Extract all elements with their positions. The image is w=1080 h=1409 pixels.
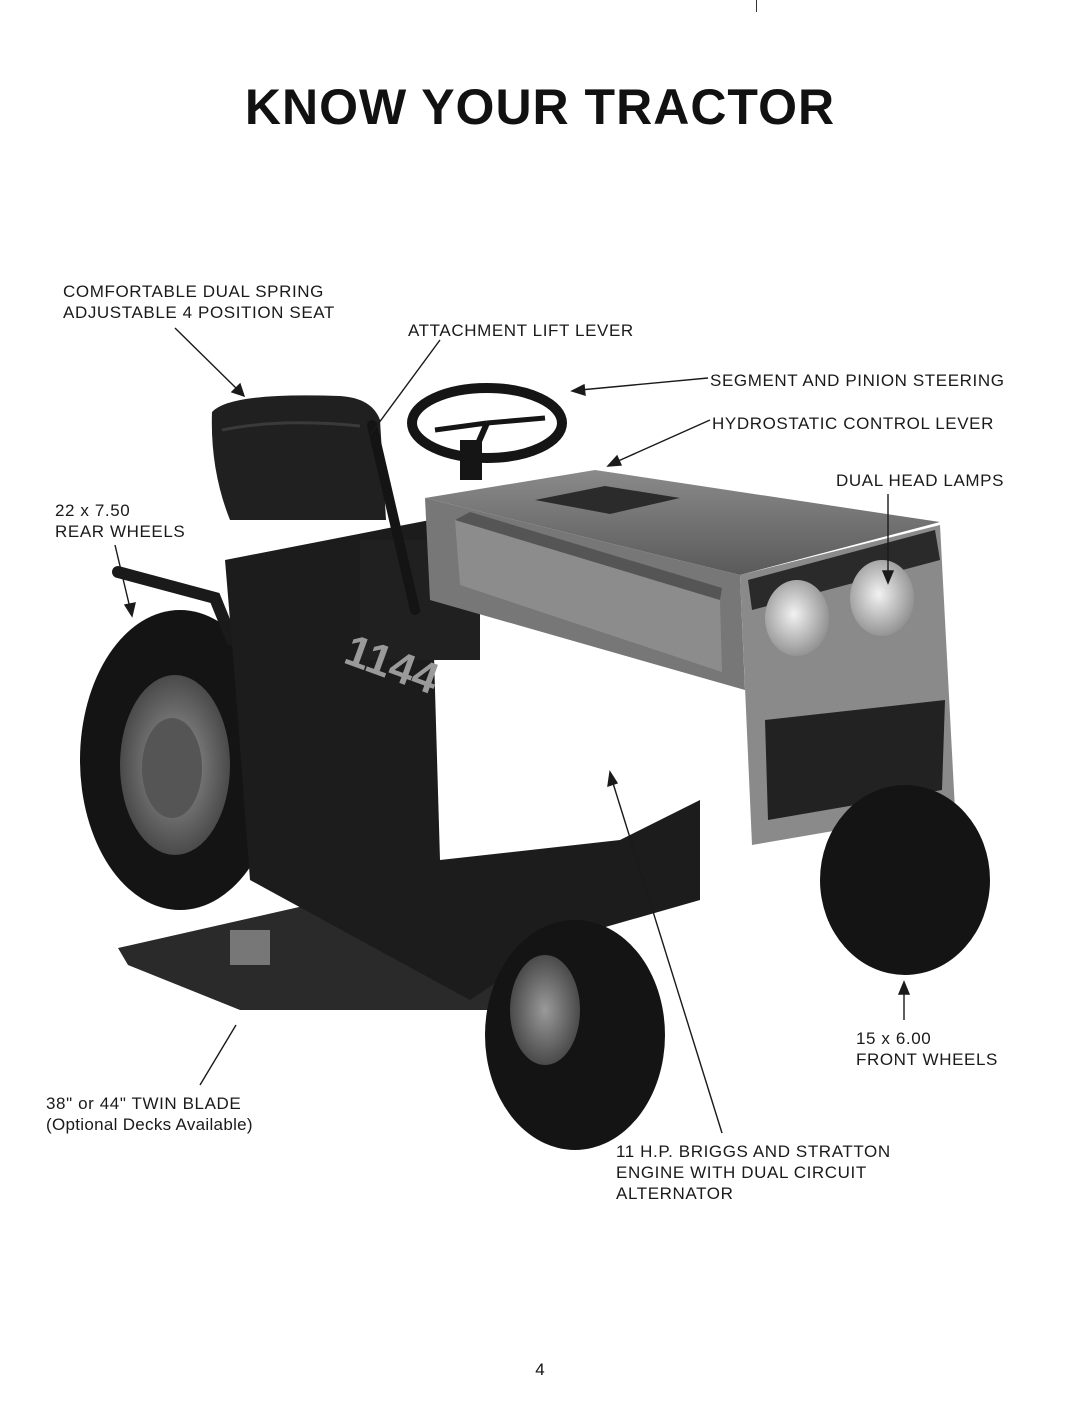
tractor-body — [225, 520, 700, 1000]
engine-label-line-2: ENGINE WITH DUAL CIRCUIT — [616, 1163, 867, 1182]
steering-label: SEGMENT AND PINION STEERING — [710, 371, 1005, 390]
seat-label-line-1: COMFORTABLE DUAL SPRING — [63, 282, 324, 301]
front-wheels-name: FRONT WHEELS — [856, 1050, 998, 1069]
blade-label: 38" or 44" TWIN BLADE (Optional Decks Av… — [46, 1093, 253, 1135]
rear-wheels-size: 22 x 7.50 — [55, 501, 131, 520]
head-lamps-label: DUAL HEAD LAMPS — [836, 471, 1005, 490]
seat-label-line-2: ADJUSTABLE 4 POSITION SEAT — [63, 303, 335, 322]
rear-wheels-name: REAR WHEELS — [55, 522, 186, 541]
rear-wheels-label: 22 x 7.50 REAR WHEELS — [55, 500, 185, 542]
hood-vent — [535, 486, 680, 514]
head-lamp-right — [850, 560, 914, 636]
engine-label: 11 H.P. BRIGGS AND STRATTON ENGINE WITH … — [616, 1141, 891, 1204]
hydrostatic-label: HYDROSTATIC CONTROL LEVER — [712, 414, 994, 433]
blade-label-line-2: (Optional Decks Available) — [46, 1115, 253, 1134]
seat-label: COMFORTABLE DUAL SPRING ADJUSTABLE 4 POS… — [63, 281, 335, 323]
scan-mark — [756, 0, 757, 12]
engine-label-line-1: 11 H.P. BRIGGS AND STRATTON — [616, 1142, 891, 1161]
fender-bar — [112, 566, 238, 646]
seat — [211, 395, 386, 520]
lift-lever-label: ATTACHMENT LIFT LEVER — [408, 321, 634, 340]
front-wheel-right — [820, 785, 990, 975]
page-number: 4 — [535, 1360, 545, 1379]
deck-decal — [230, 930, 270, 965]
lift-lever — [367, 420, 420, 615]
blade-label-line-1: 38" or 44" TWIN BLADE — [46, 1094, 242, 1113]
page-title: KNOW YOUR TRACTOR — [244, 79, 836, 135]
engine-label-line-3: ALTERNATOR — [616, 1184, 734, 1203]
steering-wheel — [407, 383, 567, 463]
head-lamp-left — [765, 580, 829, 656]
front-wheels-label: 15 x 6.00 FRONT WHEELS — [856, 1028, 998, 1070]
front-wheels-size: 15 x 6.00 — [856, 1029, 932, 1048]
